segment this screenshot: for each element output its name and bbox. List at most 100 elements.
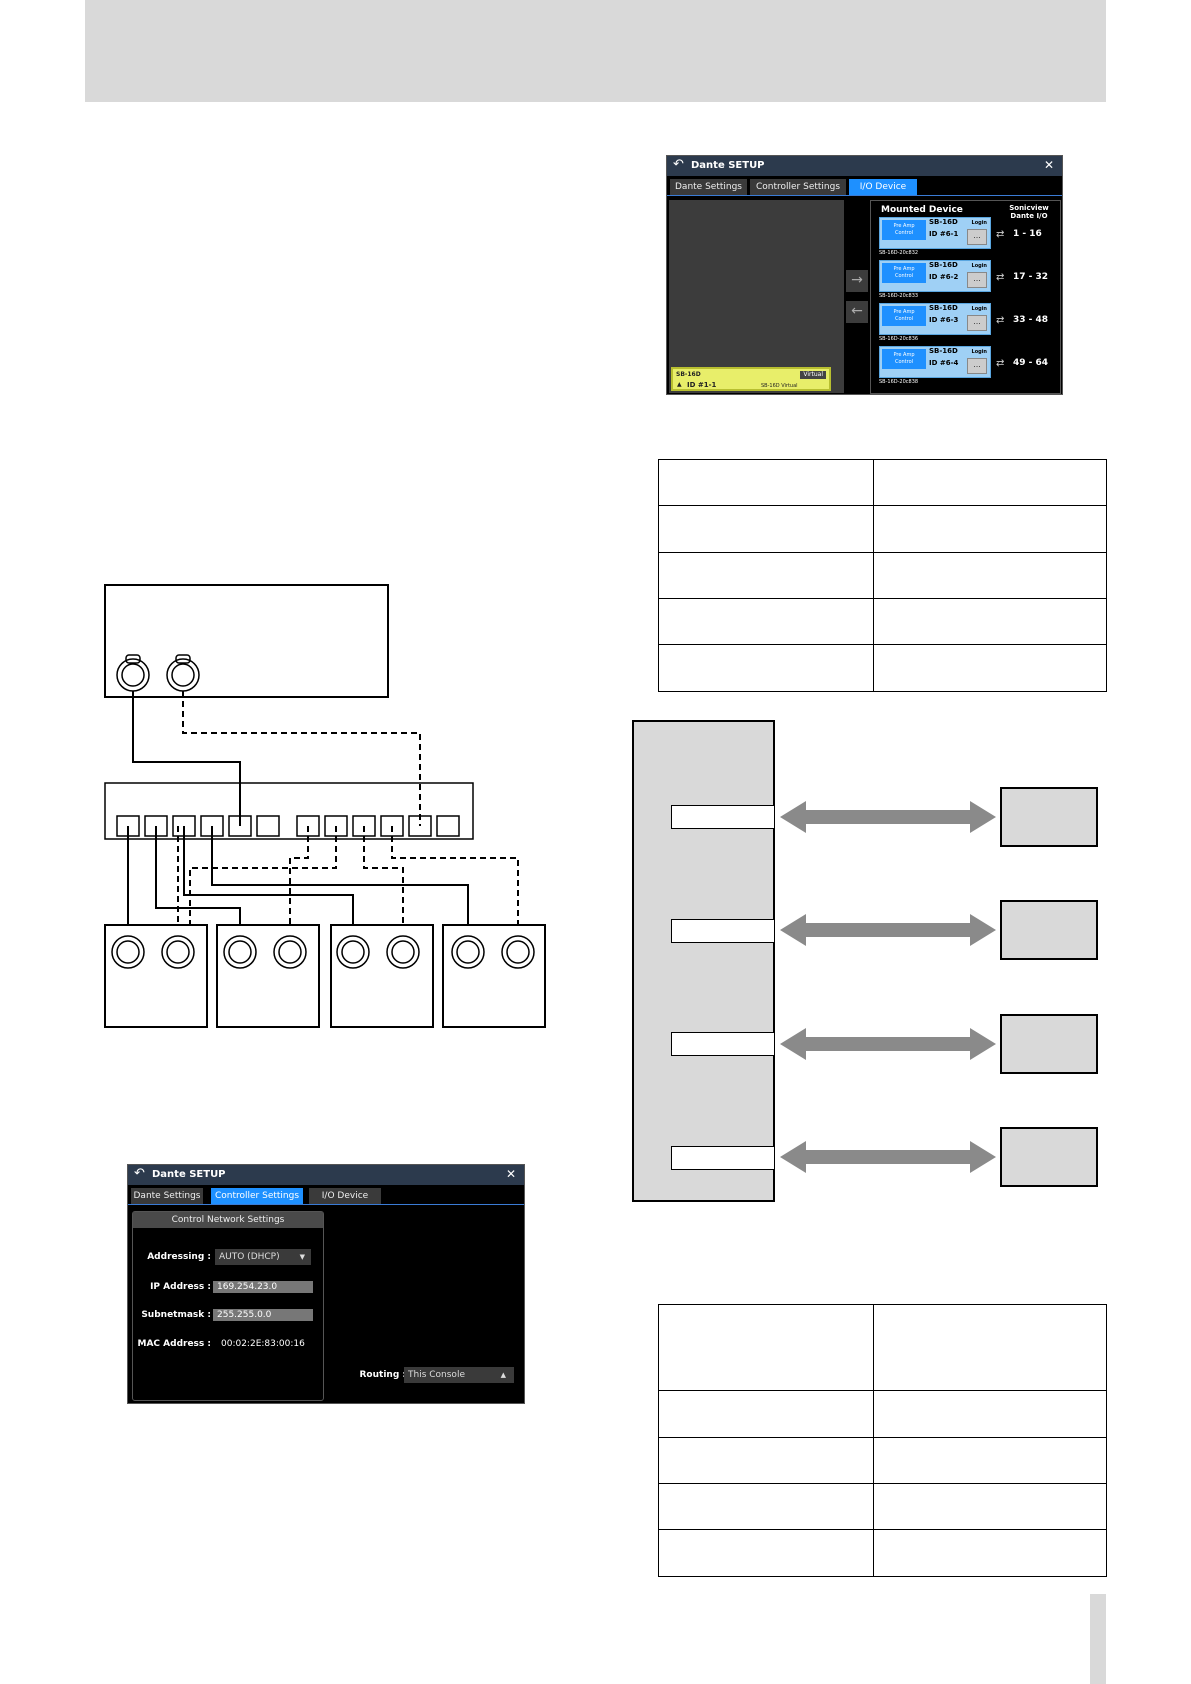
window-title: Dante SETUP (667, 156, 1062, 176)
device-model: SB-16D (929, 304, 958, 312)
mac-address-value: 00:02:2E:83:00:16 (221, 1339, 305, 1349)
sonicview-dante-io-title: Sonicview Dante I/O (1009, 204, 1049, 220)
login-label[interactable]: Login (971, 263, 987, 269)
mounted-device-title: Mounted Device (881, 205, 963, 215)
device-model: SB-16D (929, 347, 958, 355)
channel-range: 49 - 64 (1013, 358, 1049, 368)
bidirectional-arrow-icon: ⇄ (996, 315, 1005, 326)
device-id: ID #6-2 (929, 273, 959, 281)
connection-arrows (780, 801, 996, 1173)
device-model: SB-16D (929, 261, 958, 269)
table-row (658, 644, 1107, 692)
more-button[interactable]: ... (967, 358, 987, 374)
device-id: ID #6-3 (929, 316, 959, 324)
device-serial: SB-16D-20c832 (879, 250, 919, 256)
table-row (658, 505, 1107, 553)
unmount-arrow-button[interactable]: ← (846, 301, 868, 323)
virtual-badge: Virtual (800, 371, 826, 379)
login-label[interactable]: Login (971, 306, 987, 312)
tab-controller-settings[interactable]: Controller Settings (211, 1188, 303, 1204)
mac-address-label: MAC Address : (137, 1339, 212, 1349)
settings-table-1 (658, 459, 1107, 692)
console-port (671, 1146, 775, 1170)
device-serial: SB-16D-20c833 (879, 293, 919, 299)
settings-table-2 (658, 1304, 1107, 1577)
bidirectional-arrow-icon: ⇄ (996, 229, 1005, 240)
unmounted-device-pane[interactable]: SB-16D Virtual ID #1-1 ▲ SB-16D Virtual (669, 200, 844, 393)
close-icon[interactable]: ✕ (1043, 158, 1055, 172)
addressing-select[interactable]: AUTO (DHCP) ▼ (215, 1249, 311, 1265)
back-arrow-icon[interactable]: ↶ (134, 1166, 145, 1181)
subnetmask-label: Subnetmask : (141, 1310, 211, 1320)
page-edge-tab (1090, 1594, 1106, 1684)
console-port (671, 919, 775, 943)
tab-bar: Dante Settings Controller Settings I/O D… (128, 1187, 524, 1205)
device-block (1000, 787, 1098, 847)
virtual-device-id: ID #1-1 (687, 381, 717, 389)
table-row (658, 552, 1107, 599)
device-block (1000, 1014, 1098, 1074)
device-serial: SB-16D-20c838 (879, 379, 919, 385)
double-arrow (780, 801, 996, 833)
tab-io-device[interactable]: I/O Device (849, 179, 917, 195)
virtual-device-caption: SB-16D Virtual (761, 383, 798, 389)
etherCON-connector (111, 935, 535, 969)
device-serial: SB-16D-20c836 (879, 336, 919, 342)
bidirectional-arrow-icon: ⇄ (996, 358, 1005, 369)
routing-select[interactable]: This Console ▲ (404, 1367, 514, 1383)
table-row (658, 598, 1107, 645)
controller-settings-window: Dante SETUP ↶ ✕ Dante Settings Controlle… (127, 1164, 525, 1404)
device-block (1000, 1127, 1098, 1187)
bidirectional-arrow-icon: ⇄ (996, 272, 1005, 283)
device-id: ID #6-1 (929, 230, 959, 238)
console-block (632, 720, 775, 1202)
triangle-up-icon: ▲ (500, 1371, 506, 1379)
addressing-label: Addressing : (147, 1252, 211, 1262)
mount-arrow-button[interactable]: → (846, 270, 868, 292)
tab-dante-settings[interactable]: Dante Settings (670, 179, 747, 195)
login-label[interactable]: Login (971, 349, 987, 355)
login-label[interactable]: Login (971, 220, 987, 226)
network-wiring-diagram (104, 584, 546, 1028)
triangle-up-icon: ▲ (677, 381, 682, 388)
channel-range: 1 - 16 (1013, 229, 1042, 239)
table-row (658, 1529, 1107, 1577)
more-button[interactable]: ... (967, 272, 987, 288)
control-network-panel: Control Network Settings Addressing : AU… (132, 1211, 324, 1401)
ip-address-label: IP Address : (150, 1282, 211, 1292)
ip-address-field[interactable]: 169.254.23.0 (213, 1281, 313, 1293)
panel-title: Control Network Settings (133, 1212, 323, 1228)
channel-range: 33 - 48 (1013, 315, 1049, 325)
tab-dante-settings[interactable]: Dante Settings (131, 1188, 203, 1204)
more-button[interactable]: ... (967, 315, 987, 331)
device-block (1000, 900, 1098, 960)
close-icon[interactable]: ✕ (505, 1167, 517, 1181)
subnetmask-field[interactable]: 255.255.0.0 (213, 1309, 313, 1321)
device-model: SB-16D (929, 218, 958, 226)
console-unit (104, 584, 389, 698)
channel-range: 17 - 32 (1013, 272, 1049, 282)
tab-controller-settings[interactable]: Controller Settings (750, 179, 846, 195)
virtual-device-card[interactable]: SB-16D Virtual ID #1-1 ▲ SB-16D Virtual (671, 367, 831, 391)
console-port (671, 1032, 775, 1056)
back-arrow-icon[interactable]: ↶ (673, 157, 684, 172)
console-port (671, 805, 775, 829)
header-band (85, 0, 1106, 102)
virtual-device-model: SB-16D (676, 371, 701, 378)
routing-label: Routing : (359, 1370, 407, 1380)
more-button[interactable]: ... (967, 229, 987, 245)
tab-io-device[interactable]: I/O Device (309, 1188, 381, 1204)
mounted-device-panel: Mounted Device Sonicview Dante I/O Pre A… (870, 200, 1061, 394)
double-arrow (780, 1141, 996, 1173)
